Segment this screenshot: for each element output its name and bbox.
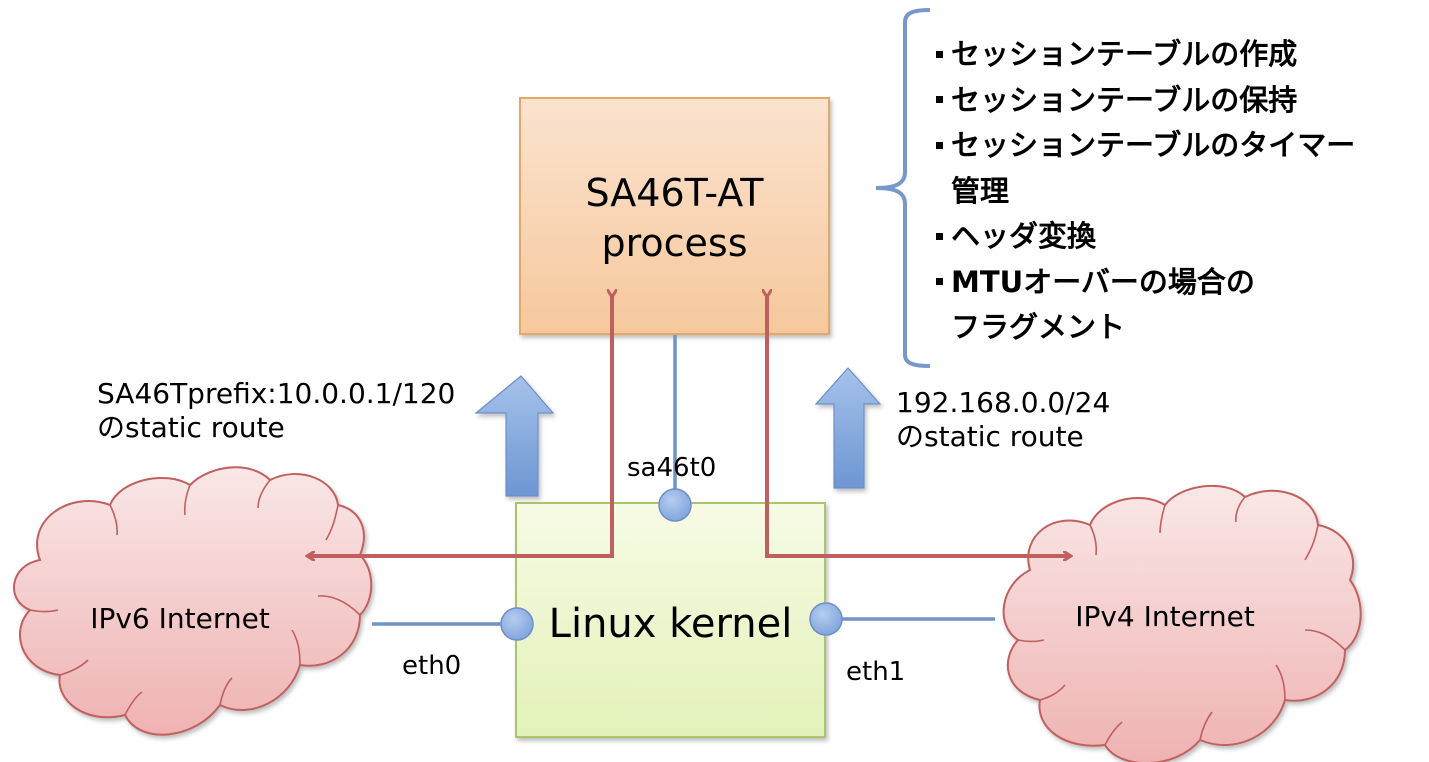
route-right-line1: 192.168.0.0/24 bbox=[896, 386, 1111, 419]
ipv6-cloud bbox=[13, 466, 373, 736]
function-item: ヘッダ変換 bbox=[930, 214, 1355, 260]
ipv4-cloud bbox=[1002, 484, 1362, 762]
bullet-icon bbox=[936, 278, 943, 285]
port-eth1 bbox=[809, 602, 843, 636]
port-sa46t0 bbox=[658, 488, 692, 522]
eth0-label: eth0 bbox=[402, 651, 462, 681]
ipv4-cloud-label: IPv4 Internet bbox=[1075, 600, 1255, 633]
up-arrow-right bbox=[814, 367, 882, 489]
function-list: セッションテーブルの作成 セッションテーブルの保持 セッションテーブルのタイマー… bbox=[930, 32, 1355, 351]
route-label-left: SA46Tprefix:10.0.0.1/120 のstatic route bbox=[97, 377, 455, 445]
function-item: セッションテーブルのタイマー bbox=[930, 123, 1355, 169]
function-item: セッションテーブルの作成 bbox=[930, 32, 1355, 78]
bullet-icon bbox=[936, 232, 943, 240]
bullet-icon bbox=[936, 50, 943, 58]
up-arrow-left bbox=[474, 375, 555, 497]
eth1-label: eth1 bbox=[846, 657, 906, 687]
tunnel-interface-label: sa46t0 bbox=[627, 453, 717, 483]
function-item: MTUオーバーの場合の bbox=[930, 260, 1355, 306]
function-brace bbox=[875, 8, 931, 368]
bullet-icon bbox=[936, 141, 943, 149]
kernel-title: Linux kernel bbox=[548, 601, 793, 647]
port-eth0 bbox=[500, 607, 534, 641]
function-item-continuation: 管理 bbox=[951, 173, 1010, 208]
function-item-continuation: フラグメント bbox=[951, 310, 1126, 344]
route-label-right: 192.168.0.0/24 のstatic route bbox=[896, 386, 1110, 454]
bullet-icon bbox=[936, 96, 943, 103]
route-left-line2: のstatic route bbox=[97, 411, 285, 445]
flow-arrow-ipv4 bbox=[767, 296, 1070, 556]
route-right-line2: のstatic route bbox=[896, 420, 1084, 454]
function-item: セッションテーブルの保持 bbox=[930, 78, 1355, 124]
process-title-line2: process bbox=[601, 221, 748, 266]
process-title-line1: SA46T-AT bbox=[585, 171, 764, 215]
ipv6-cloud-label: IPv6 Internet bbox=[90, 602, 270, 635]
route-left-line1: SA46Tprefix:10.0.0.1/120 bbox=[97, 377, 456, 410]
process-title: SA46T-AT process bbox=[520, 168, 829, 268]
flow-arrow-ipv6 bbox=[308, 296, 612, 556]
